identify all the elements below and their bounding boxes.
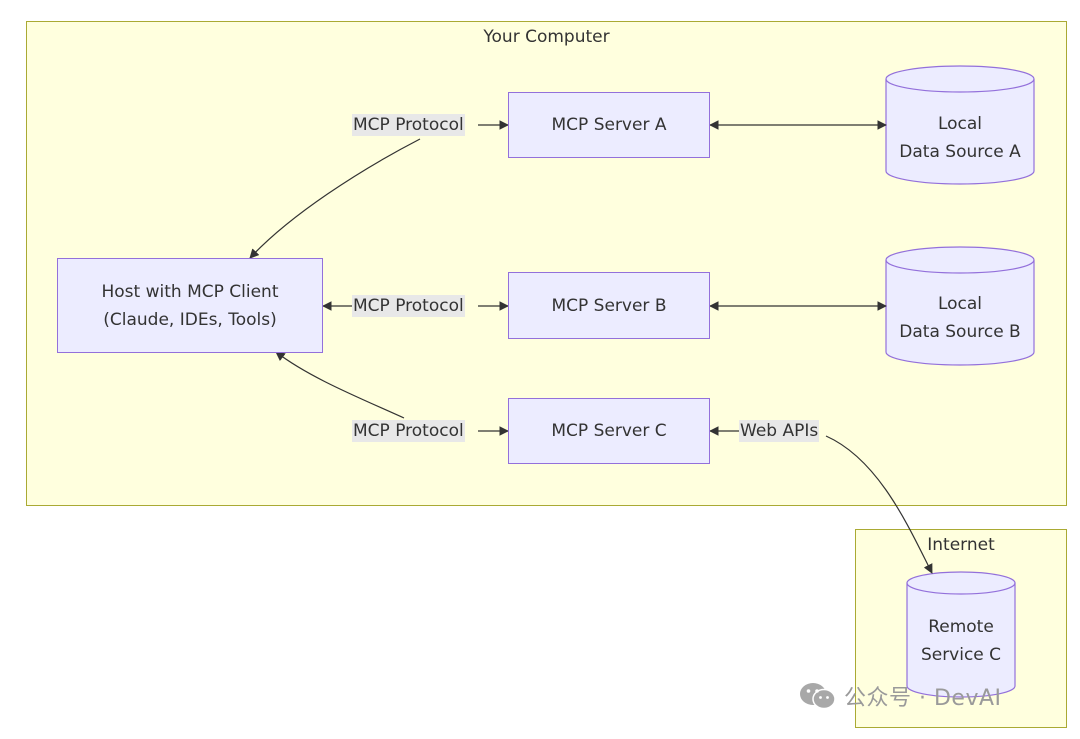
server-a-label: MCP Server A (551, 115, 667, 135)
cluster-title-internet: Internet (927, 535, 995, 555)
cylinder-data-source-b (885, 246, 1035, 366)
cluster-title-your-computer: Your Computer (483, 27, 610, 47)
node-mcp-server-c: MCP Server C (508, 398, 710, 464)
cylinder-data-source-a (885, 65, 1035, 185)
remote-service-c-line-2: Service C (920, 645, 1002, 665)
edge-label-mcp-protocol-b: MCP Protocol (352, 295, 465, 317)
host-line-1: Host with MCP Client (101, 281, 279, 302)
host-line-2: (Claude, IDEs, Tools) (103, 309, 277, 330)
cylinder-remote-service-c (906, 571, 1016, 698)
edge-web-apis-to-remote (825, 435, 933, 574)
data-source-b-label: Local Data Source B (886, 290, 1034, 346)
edge-protocol-c-to-host (275, 351, 405, 419)
edge-label-mcp-protocol-a: MCP Protocol (352, 114, 465, 136)
wechat-icon (800, 683, 836, 710)
data-source-a-line-2: Data Source A (899, 142, 1021, 162)
data-source-a-line-1: Local (937, 114, 983, 134)
data-source-b-line-1: Local (937, 294, 983, 314)
edge-label-web-apis: Web APIs (739, 420, 820, 442)
data-source-a-label: Local Data Source A (886, 110, 1034, 166)
watermark: 公众号 · DevAI (798, 680, 1002, 712)
watermark-text: 公众号 · DevAI (844, 686, 1002, 711)
data-source-b-line-2: Data Source B (899, 322, 1021, 342)
node-mcp-server-b: MCP Server B (508, 272, 710, 339)
remote-service-c-label: Remote Service C (907, 613, 1015, 669)
node-host-mcp-client: Host with MCP Client (Claude, IDEs, Tool… (57, 258, 323, 353)
node-mcp-server-a: MCP Server A (508, 92, 710, 158)
server-c-label: MCP Server C (551, 421, 667, 441)
remote-service-c-line-1: Remote (928, 617, 994, 637)
server-b-label: MCP Server B (551, 295, 667, 316)
edge-label-mcp-protocol-c: MCP Protocol (352, 420, 465, 442)
edge-protocol-a-to-host (249, 138, 421, 259)
